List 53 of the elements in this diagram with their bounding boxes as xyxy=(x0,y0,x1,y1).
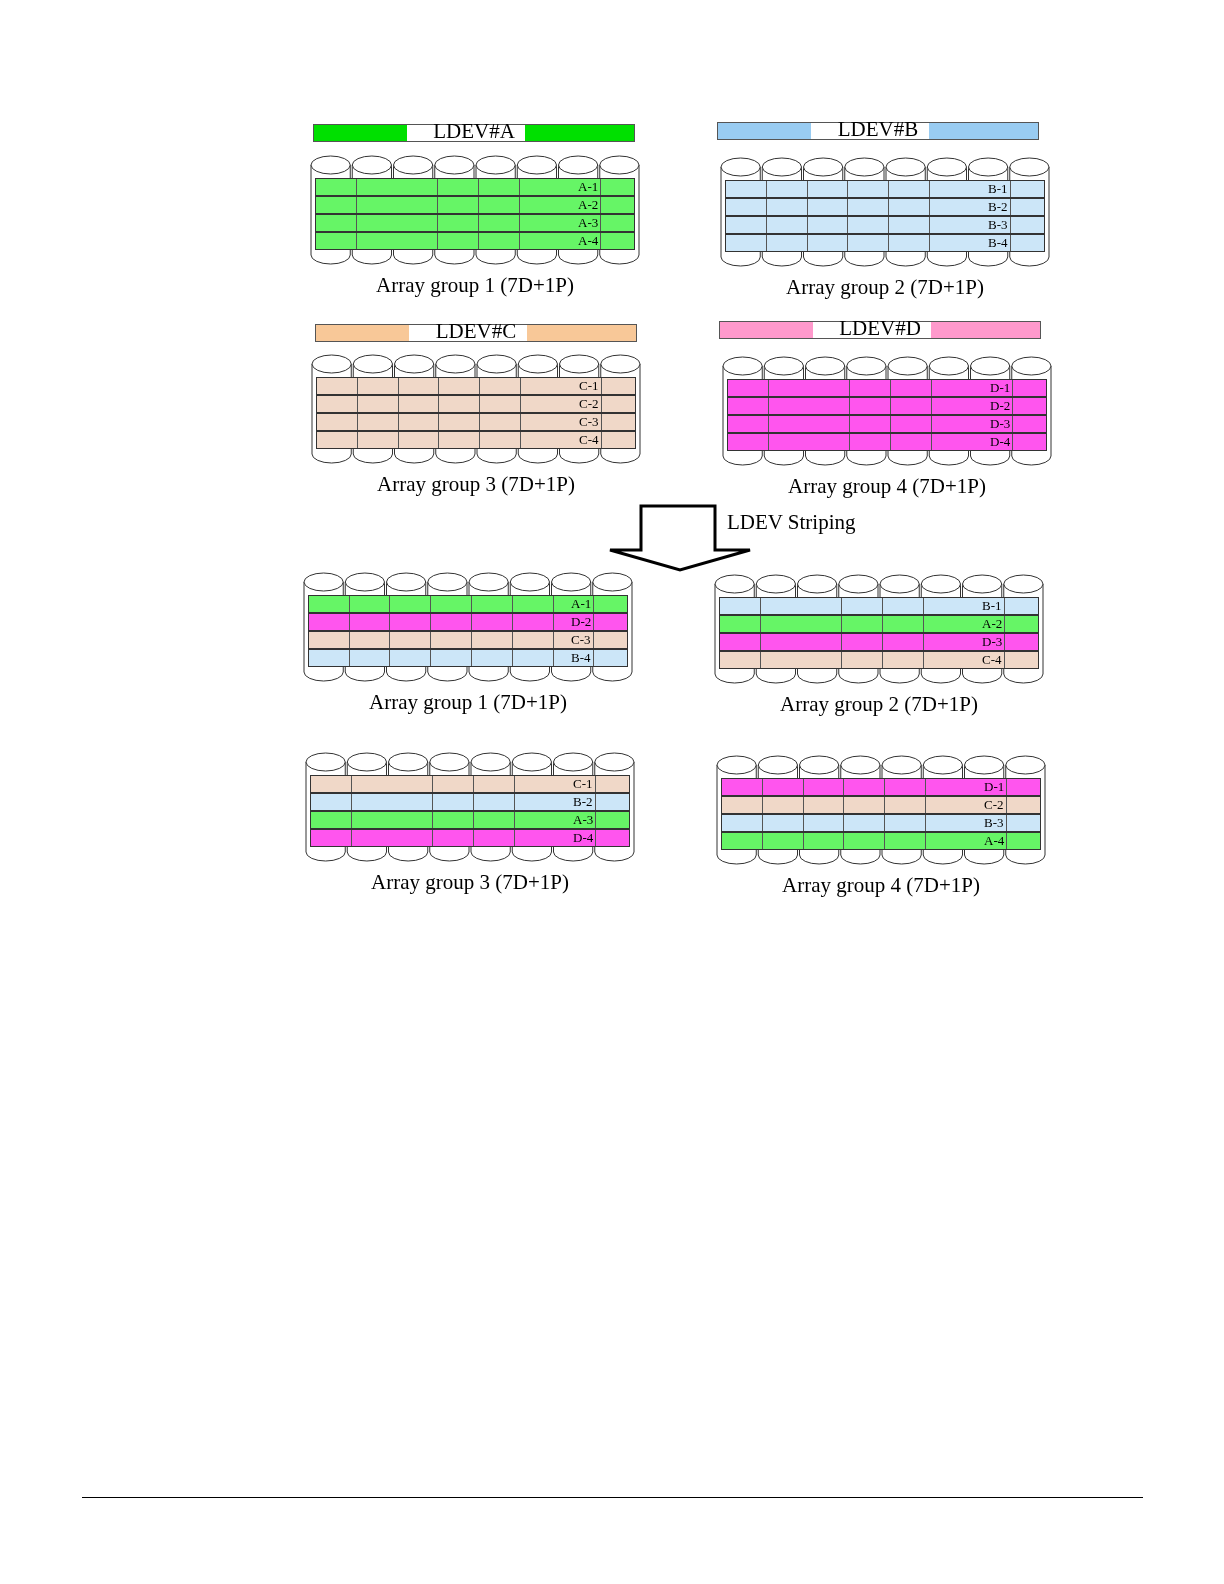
ldev-bar: LDEV#C xyxy=(315,324,637,342)
group-caption: Array group 4 (7D+1P) xyxy=(787,474,987,499)
group-caption: Array group 3 (7D+1P) xyxy=(376,472,576,497)
stripe-row: A-2 xyxy=(315,196,635,214)
stripe-row: A-1 xyxy=(315,178,635,196)
stripe-row: A-3 xyxy=(310,811,630,829)
stripe-row: D-1 xyxy=(721,778,1041,796)
stripe-row: D-3 xyxy=(719,633,1039,651)
disk-array-group xyxy=(720,157,1050,301)
stripe-row: D-2 xyxy=(727,397,1047,415)
stripe-row: A-2 xyxy=(719,615,1039,633)
disk-array-group xyxy=(303,572,633,716)
stripe-row: D-4 xyxy=(727,433,1047,451)
group-caption: Array group 1 (7D+1P) xyxy=(375,273,575,298)
group-caption: Array group 1 (7D+1P) xyxy=(368,690,568,715)
stripe-row: C-3 xyxy=(316,413,636,431)
stripe-row: B-3 xyxy=(721,814,1041,832)
stripe-row: B-3 xyxy=(725,216,1045,234)
disk-array-group xyxy=(305,752,635,896)
stripe-row: C-1 xyxy=(310,775,630,793)
disk-array-group xyxy=(722,356,1052,500)
stripe-row: C-2 xyxy=(316,395,636,413)
stripe-row: D-3 xyxy=(727,415,1047,433)
stripe-row: A-4 xyxy=(721,832,1041,850)
stripe-row: C-4 xyxy=(719,651,1039,669)
group-caption: Array group 4 (7D+1P) xyxy=(781,873,981,898)
stripe-row: A-1 xyxy=(308,595,628,613)
disk-array-group xyxy=(716,755,1046,899)
stripe-row: A-3 xyxy=(315,214,635,232)
stripe-row: A-4 xyxy=(315,232,635,250)
ldev-bar: LDEV#B xyxy=(717,122,1039,140)
disk-array-group xyxy=(714,574,1044,718)
stripe-row: C-3 xyxy=(308,631,628,649)
stripe-row: B-1 xyxy=(719,597,1039,615)
stripe-row: D-2 xyxy=(308,613,628,631)
stripe-row: C-2 xyxy=(721,796,1041,814)
stripe-row: C-1 xyxy=(316,377,636,395)
stripe-row: D-4 xyxy=(310,829,630,847)
stripe-row: C-4 xyxy=(316,431,636,449)
stripe-row: B-1 xyxy=(725,180,1045,198)
ldev-bar: LDEV#D xyxy=(719,321,1041,339)
annotation-text: LDEV Striping xyxy=(727,510,856,535)
group-caption: Array group 2 (7D+1P) xyxy=(779,692,979,717)
group-caption: Array group 3 (7D+1P) xyxy=(370,870,570,895)
group-caption: Array group 2 (7D+1P) xyxy=(785,275,985,300)
ldev-bar: LDEV#A xyxy=(313,124,635,142)
stripe-row: B-2 xyxy=(310,793,630,811)
stripe-row: B-4 xyxy=(725,234,1045,252)
stripe-row: B-4 xyxy=(308,649,628,667)
disk-array-group xyxy=(311,354,641,498)
stripe-row: B-2 xyxy=(725,198,1045,216)
stripe-row: D-1 xyxy=(727,379,1047,397)
disk-array-group xyxy=(310,155,640,299)
